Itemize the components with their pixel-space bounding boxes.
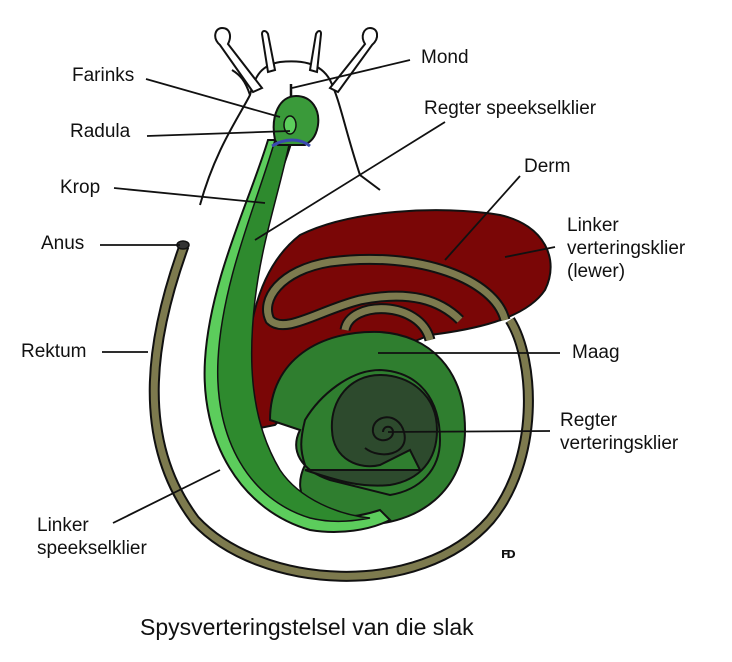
tentacle-right-inner <box>308 30 323 74</box>
label-mond: Mond <box>421 47 469 68</box>
label-line-3: (lewer) <box>567 261 626 282</box>
pharynx-lumen <box>283 115 297 135</box>
crop-krop <box>216 139 371 523</box>
leader-regter-speekselklier <box>254 121 446 241</box>
label-radula: Radula <box>70 121 131 142</box>
radula <box>271 138 311 148</box>
label-linker-verteringsklier: Linker verteringsklier (lewer) <box>567 214 685 283</box>
leader-linker-verteringsklier <box>504 246 556 258</box>
leader-derm <box>444 175 521 261</box>
label-regter-verteringsklier: Regter verteringsklier <box>560 409 678 455</box>
label-line-1: Linker <box>567 215 619 236</box>
right-digestive-gland-spiral <box>364 416 406 456</box>
label-farinks: Farinks <box>72 65 135 86</box>
label-krop: Krop <box>60 177 101 198</box>
tentacle-left-outer <box>214 26 264 94</box>
right-digestive-gland <box>304 373 439 487</box>
leader-mond <box>291 59 411 89</box>
label-linker-speekselklier: Linker speekselklier <box>37 514 147 560</box>
label-line-2: verteringsklier <box>560 433 679 454</box>
tentacle-left-inner <box>260 30 277 74</box>
label-line-2: speekselklier <box>37 538 147 559</box>
label-line-1: Regter <box>560 410 618 431</box>
label-maag: Maag <box>572 342 620 363</box>
label-line-2: verteringsklier <box>567 238 686 259</box>
artist-signature: FD <box>501 548 516 561</box>
leader-lines <box>100 59 560 524</box>
leader-farinks <box>145 78 281 118</box>
leader-linker-speekselklier <box>112 469 221 524</box>
tentacle-right-outer <box>328 26 378 94</box>
leader-krop <box>113 187 266 204</box>
leader-radula <box>146 130 291 137</box>
pharynx-farinks <box>272 94 320 146</box>
label-line-1: Linker <box>37 515 89 536</box>
diagram-title: Spysverteringstelsel van die slak <box>140 614 474 640</box>
label-anus: Anus <box>41 233 85 254</box>
label-rektum: Rektum <box>21 341 87 362</box>
label-derm: Derm <box>524 156 571 177</box>
snail-head-outline <box>199 60 381 206</box>
leader-regter-verteringsklier <box>387 430 551 433</box>
label-regter-speekselklier: Regter speekselklier <box>424 98 597 119</box>
